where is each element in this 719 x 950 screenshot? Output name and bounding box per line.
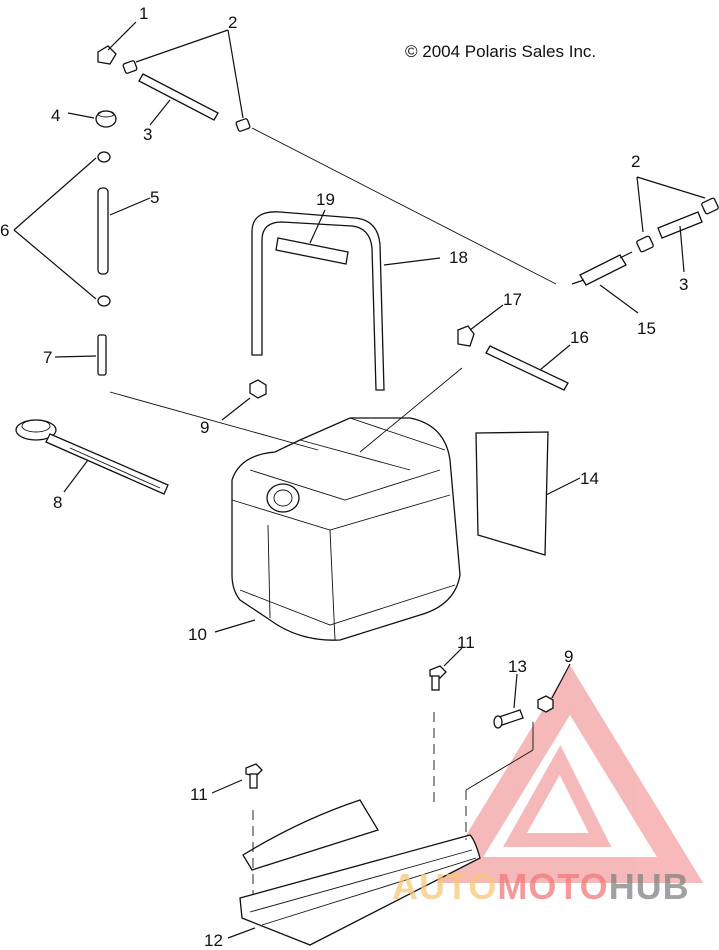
callout-11-lower: 11 xyxy=(190,785,208,804)
callout-12: 12 xyxy=(204,931,223,950)
part-7-fitting xyxy=(54,334,107,376)
watermark-part-hub: HUB xyxy=(608,866,690,907)
callout-8: 8 xyxy=(53,493,62,512)
part-15-fuel-filter xyxy=(251,127,639,314)
part-12-skid-plate xyxy=(227,799,481,946)
part-3-tube-top xyxy=(138,73,219,126)
part-1-fitting xyxy=(97,21,137,65)
watermark-text: AUTOMOTOHUB xyxy=(392,866,690,908)
callout-15: 15 xyxy=(637,319,656,338)
callout-16: 16 xyxy=(570,328,589,347)
callout-19: 19 xyxy=(316,190,335,209)
watermark-part-auto: AUTO xyxy=(392,866,498,907)
watermark-part-moto: MOTO xyxy=(497,866,609,907)
part-10-fuel-tank xyxy=(109,367,463,641)
callout-4: 4 xyxy=(51,106,60,125)
part-11-bolt-upper xyxy=(429,647,463,805)
callout-18: 18 xyxy=(449,248,468,267)
part-17-fitting xyxy=(457,304,504,347)
callout-13: 13 xyxy=(508,657,527,676)
callout-6: 6 xyxy=(0,221,9,240)
callout-9-lower: 9 xyxy=(564,647,573,666)
part-13-bolt xyxy=(465,673,534,840)
callout-3-top: 3 xyxy=(143,125,152,144)
part-9-nut-upper xyxy=(221,379,267,421)
callout-14: 14 xyxy=(580,469,599,488)
callout-2-right: 2 xyxy=(631,152,640,171)
copyright-notice: © 2004 Polaris Sales Inc. xyxy=(405,42,597,61)
part-16-tube xyxy=(485,344,571,391)
part-18-handle xyxy=(251,209,441,391)
part-11-bolt-lower xyxy=(211,763,263,895)
callout-5: 5 xyxy=(150,188,159,207)
part-3-tube-right xyxy=(657,211,703,273)
callout-2-top: 2 xyxy=(228,13,237,32)
callout-10: 10 xyxy=(188,625,207,644)
part-9-nut-lower xyxy=(537,663,571,713)
callout-3-right: 3 xyxy=(679,275,688,294)
callout-11-upper: 11 xyxy=(457,633,475,652)
watermark-logo xyxy=(436,665,704,883)
callout-1: 1 xyxy=(139,4,148,23)
callout-7: 7 xyxy=(43,348,52,367)
part-2-caps-top xyxy=(122,29,251,132)
part-4-grommet xyxy=(67,110,117,128)
part-2-caps-right xyxy=(636,176,719,253)
callout-9-upper: 9 xyxy=(200,418,209,437)
part-5-6-vent-tube xyxy=(13,151,151,307)
part-14-pad xyxy=(475,431,581,556)
callout-17: 17 xyxy=(503,290,522,309)
part-8-fuel-cap xyxy=(15,419,169,495)
